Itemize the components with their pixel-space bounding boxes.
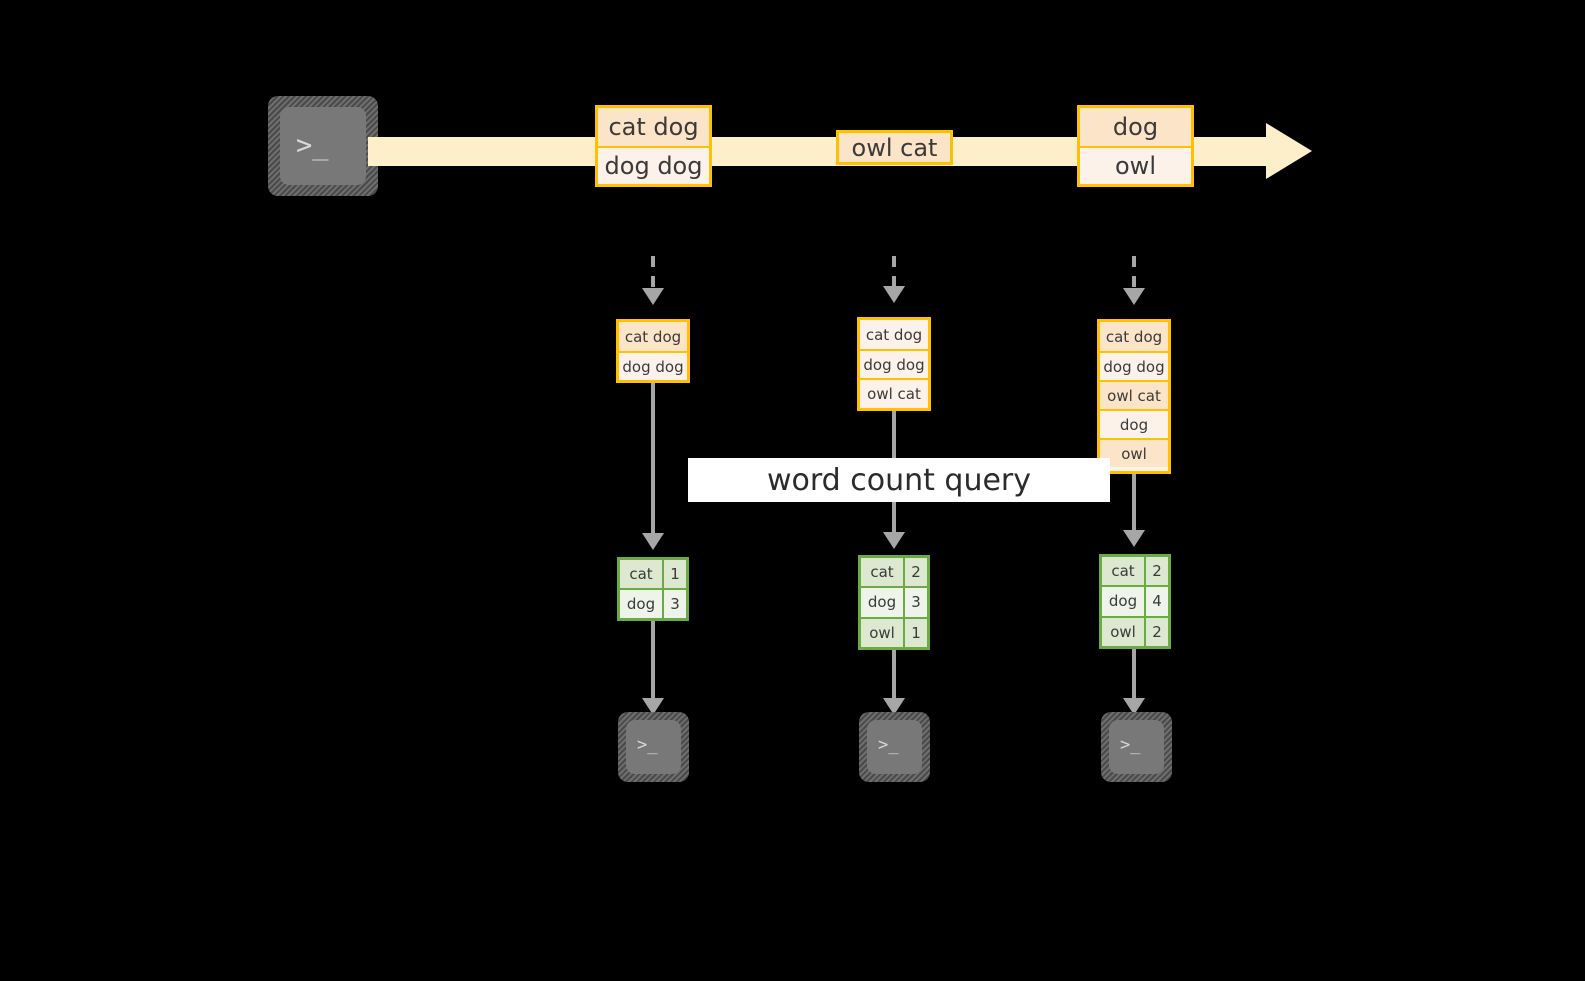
- table-cell-count: 2: [1144, 557, 1168, 586]
- snapshot-1-result-table: cat 1 dog 3: [617, 557, 689, 621]
- snapshot-2-result-table: cat 2 dog 3 owl 1: [858, 555, 930, 650]
- snapshot-2-input-box: cat dog dog dog owl cat: [857, 317, 931, 411]
- snapshot-3-consumer-connector: [1132, 649, 1136, 703]
- snapshot-1-consumer-connector: [651, 621, 655, 703]
- input-line: dog dog: [619, 351, 687, 380]
- stream-record-2: owl cat: [836, 130, 953, 165]
- input-line: cat dog: [860, 320, 928, 349]
- table-cell-count: 4: [1144, 587, 1168, 616]
- record-line: owl cat: [839, 133, 950, 162]
- record-line: cat dog: [598, 108, 709, 146]
- terminal-face: [626, 720, 681, 774]
- table-cell-word: cat: [1102, 557, 1144, 586]
- snapshot-1-dashed-arrowhead: [642, 288, 664, 305]
- snapshot-3-consumer-terminal-icon: >_: [1101, 712, 1172, 782]
- input-line: owl: [1100, 438, 1168, 467]
- snapshot-3-dashed-arrowhead: [1123, 288, 1145, 305]
- input-line: dog dog: [860, 349, 928, 378]
- snapshot-1-consumer-arrowhead: [642, 698, 664, 715]
- table-row: owl 1: [861, 616, 927, 647]
- record-line: dog dog: [598, 146, 709, 184]
- table-cell-count: 3: [662, 590, 686, 618]
- table-row: dog 3: [620, 588, 686, 618]
- snapshot-1-dashed-connector: [651, 256, 655, 290]
- snapshot-2-consumer-terminal-icon: >_: [859, 712, 930, 782]
- table-cell-word: owl: [1102, 617, 1144, 646]
- input-line: dog: [1100, 409, 1168, 438]
- table-row: cat 2: [861, 558, 927, 587]
- table-cell-word: owl: [861, 618, 903, 647]
- table-cell-word: dog: [1102, 587, 1144, 616]
- snapshot-3-input-box: cat dog dog dog owl cat dog owl: [1097, 319, 1171, 474]
- table-cell-count: 1: [903, 618, 927, 647]
- record-line: owl: [1080, 146, 1191, 184]
- query-label-band: word count query: [688, 458, 1110, 502]
- input-line: cat dog: [1100, 322, 1168, 351]
- query-label-text: word count query: [766, 462, 1032, 498]
- input-line: owl cat: [860, 378, 928, 407]
- table-row: dog 4: [1102, 585, 1168, 616]
- input-line: owl cat: [1100, 380, 1168, 409]
- record-line: dog: [1080, 108, 1191, 146]
- snapshot-3-query-connector: [1132, 474, 1136, 538]
- stream-record-3: dog owl: [1077, 105, 1194, 187]
- table-cell-word: dog: [620, 590, 662, 618]
- table-cell-count: 3: [903, 588, 927, 617]
- snapshot-1-query-arrowhead: [642, 533, 664, 550]
- table-row: cat 1: [620, 560, 686, 588]
- input-line: cat dog: [619, 322, 687, 351]
- producer-terminal-icon: >_: [268, 96, 378, 196]
- snapshot-2-query-arrowhead: [883, 532, 905, 549]
- table-cell-count: 1: [662, 560, 686, 588]
- snapshot-1-input-box: cat dog dog dog: [616, 319, 690, 383]
- input-line: dog dog: [1100, 351, 1168, 380]
- stream-arrow-head: [1266, 123, 1312, 179]
- table-cell-word: cat: [620, 560, 662, 588]
- snapshot-3-dashed-connector: [1132, 256, 1136, 290]
- snapshot-2-consumer-arrowhead: [883, 698, 905, 715]
- terminal-prompt-glyph: >_: [1120, 735, 1141, 755]
- stream-record-1: cat dog dog dog: [595, 105, 712, 187]
- terminal-face: [280, 107, 366, 185]
- table-row: dog 3: [861, 586, 927, 617]
- terminal-prompt-glyph: >_: [296, 130, 329, 161]
- table-cell-word: dog: [861, 588, 903, 617]
- snapshot-1-query-connector: [651, 383, 655, 538]
- snapshot-3-query-arrowhead: [1123, 530, 1145, 547]
- table-cell-count: 2: [1144, 617, 1168, 646]
- snapshot-2-dashed-connector: [892, 256, 896, 288]
- snapshot-2-consumer-connector: [892, 650, 896, 703]
- snapshot-1-consumer-terminal-icon: >_: [618, 712, 689, 782]
- table-row: cat 2: [1102, 557, 1168, 586]
- table-cell-count: 2: [903, 558, 927, 587]
- table-cell-word: cat: [861, 558, 903, 587]
- snapshot-3-result-table: cat 2 dog 4 owl 2: [1099, 554, 1171, 649]
- snapshot-2-dashed-arrowhead: [883, 286, 905, 303]
- terminal-prompt-glyph: >_: [878, 735, 899, 755]
- terminal-prompt-glyph: >_: [637, 735, 658, 755]
- snapshot-3-consumer-arrowhead: [1123, 698, 1145, 715]
- table-row: owl 2: [1102, 615, 1168, 646]
- terminal-face: [1109, 720, 1164, 774]
- terminal-face: [867, 720, 922, 774]
